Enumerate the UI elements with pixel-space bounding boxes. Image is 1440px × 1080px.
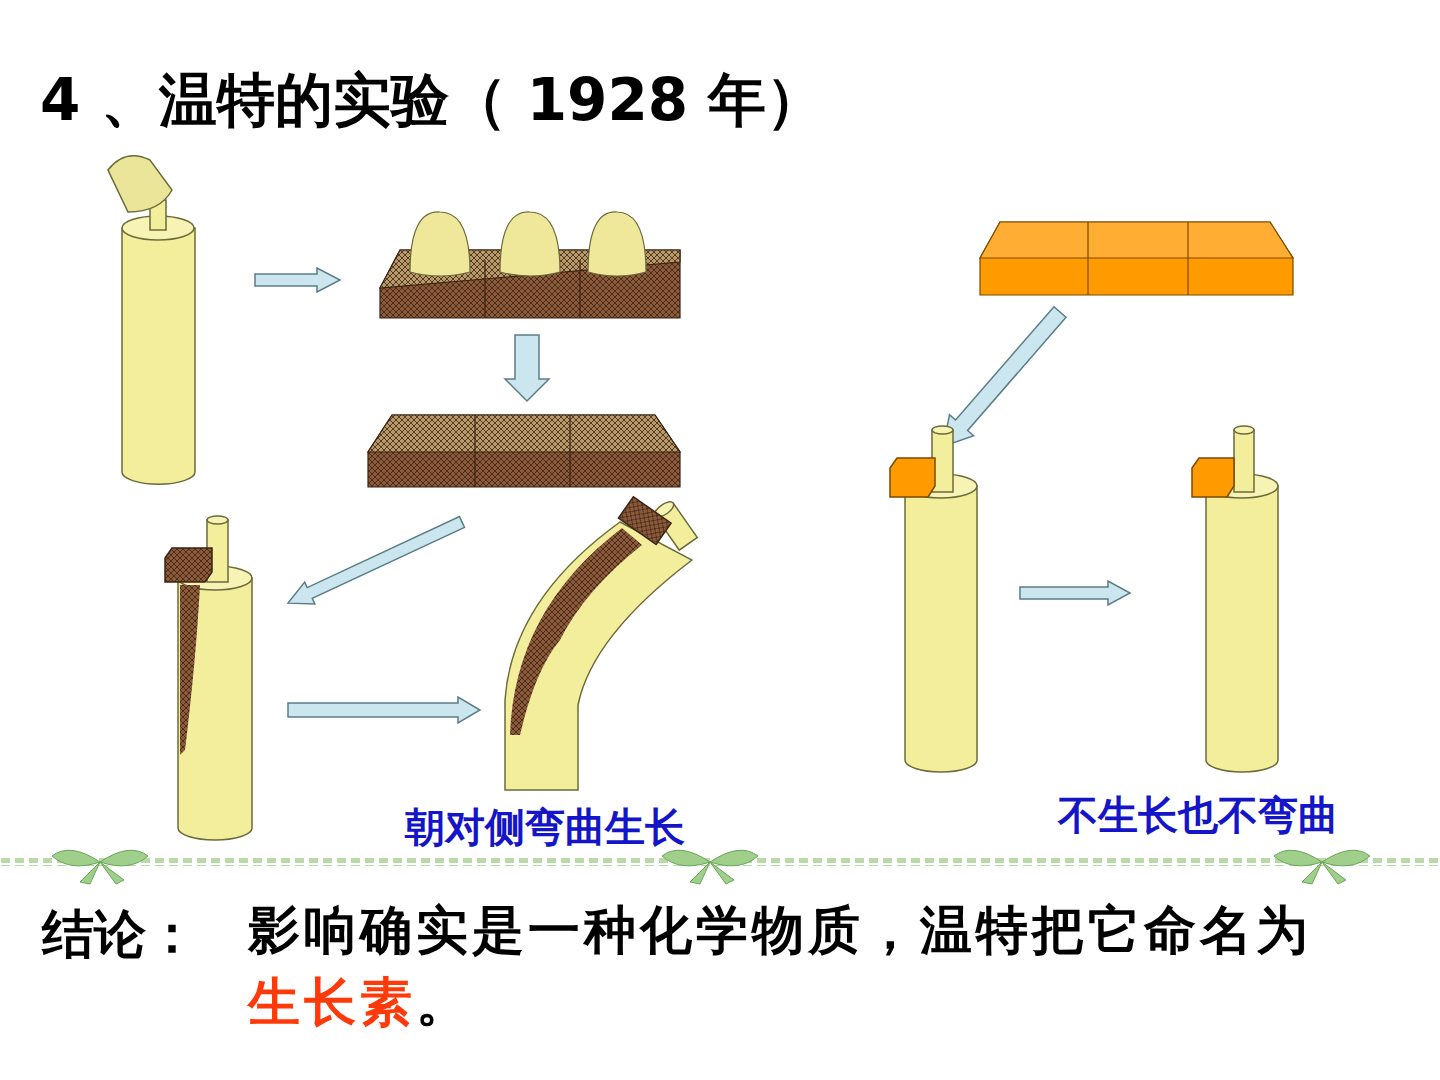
blank-agar-block [980,222,1293,295]
process-arrow [288,697,480,723]
result-caption: 朝对侧弯曲生长 [405,800,685,855]
coleoptile-with-tip [108,156,195,484]
process-arrow [505,335,549,401]
conclusion-text: 。 [416,972,472,1032]
agar-block-with-tips [380,212,680,318]
process-arrow [1020,581,1130,605]
conclusion-heading: 结论： [42,900,198,970]
result-caption: 不生长也不弯曲 [1058,788,1338,843]
highlight-term: 生长素 [248,972,416,1032]
conclusion-block: 影响确实是一种化学物质，温特把它命名为生长素。 [248,894,1348,1038]
process-arrow [283,511,467,614]
agar-block [368,415,680,487]
bent-coleoptile [505,497,697,790]
slide-title: 4 、温特的实验（ 1928 年） [40,62,824,140]
conclusion-text: 影响确实是一种化学物质，温特把它命名为 [248,900,1312,960]
control-coleoptile [1192,426,1278,772]
control-coleoptile [890,426,977,772]
process-arrow [255,268,340,292]
decapitated-coleoptile [165,516,252,840]
decorative-ribbon [0,850,1440,884]
